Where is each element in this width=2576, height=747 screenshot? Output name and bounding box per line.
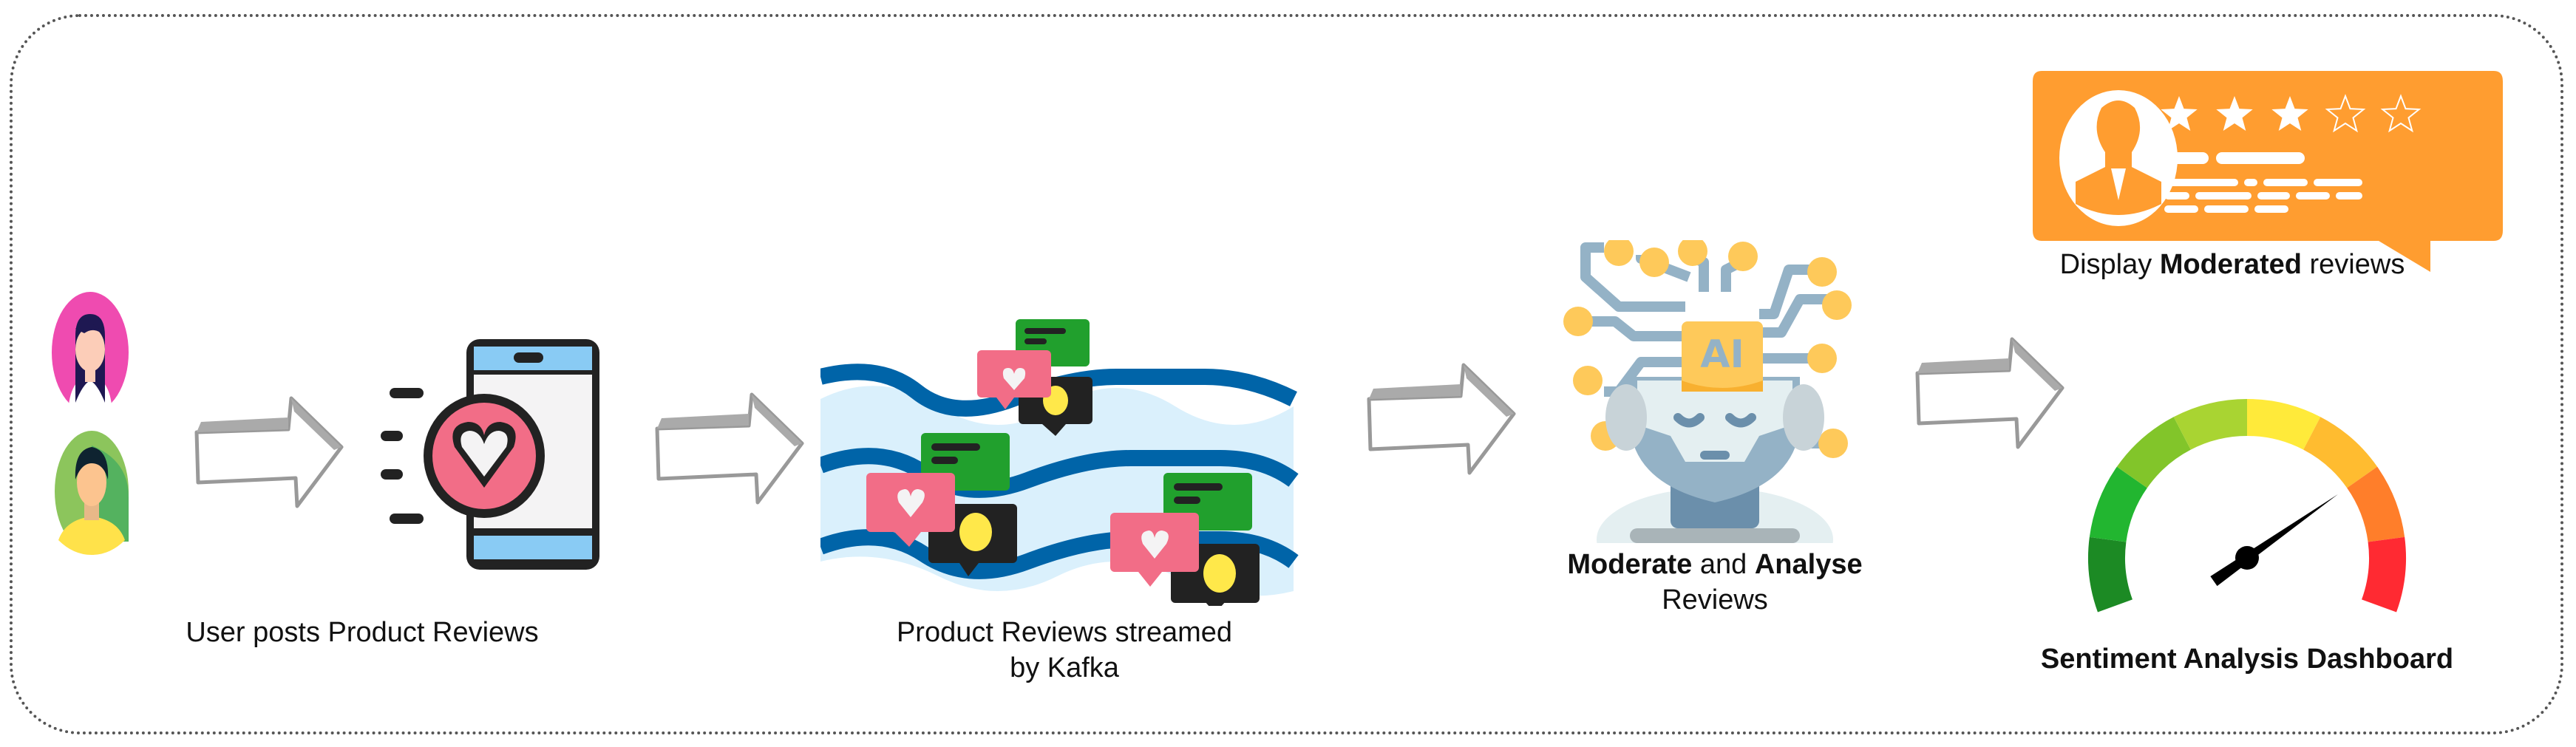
step-users-caption: User posts Product Reviews — [186, 617, 539, 648]
phone-heart-icon — [373, 336, 610, 573]
step-ai-caption-bold2: Analyse — [1754, 549, 1863, 580]
step-display-caption: Display Moderated reviews — [2011, 247, 2454, 282]
male-user-avatar-icon — [47, 431, 136, 556]
step-ai-caption: Moderate and Analyse Reviews — [1523, 547, 1907, 618]
female-user-avatar-icon — [46, 292, 135, 417]
rating-stars — [2161, 94, 2422, 133]
ai-robot-head-icon: AI — [1560, 240, 1870, 543]
step-kafka-caption-line1: Product Reviews streamed — [896, 617, 1233, 648]
star-filled-icon — [2161, 96, 2198, 131]
gauge-segment — [2362, 536, 2406, 613]
step-kafka-caption-line2: by Kafka — [1010, 652, 1119, 683]
arrow-3-icon — [1366, 362, 1521, 480]
chat-bubbles-group-3 — [1110, 473, 1260, 606]
ai-chip-label: AI — [1700, 332, 1744, 377]
review-card-icon — [2031, 71, 2504, 278]
star-empty-icon — [2380, 94, 2422, 133]
gauge-segment — [2303, 417, 2378, 488]
gauge-segment — [2247, 399, 2321, 450]
kafka-stream-icon — [820, 296, 1301, 606]
gauge-segment — [2116, 417, 2191, 488]
step-display-caption-post: reviews — [2301, 249, 2405, 280]
arrow-1-icon — [194, 395, 349, 514]
gauge-needle — [2210, 494, 2338, 587]
chat-bubbles-group-2 — [866, 433, 1017, 576]
step-dashboard-caption: Sentiment Analysis Dashboard — [2040, 644, 2454, 675]
gauge-segment — [2088, 536, 2132, 613]
step-ai-caption-mid: and — [1692, 549, 1755, 580]
step-display-caption-bold: Moderated — [2159, 249, 2302, 280]
star-empty-icon — [2325, 94, 2366, 133]
diagram-border — [10, 14, 2563, 734]
gauge-segment — [2089, 466, 2147, 542]
step-display-caption-pre: Display — [2059, 249, 2160, 280]
gauge-segment — [2347, 466, 2405, 542]
arrow-4-icon — [1914, 336, 2070, 454]
step-kafka-caption: Product Reviews streamed by Kafka — [843, 615, 1286, 686]
star-filled-icon — [2271, 96, 2308, 131]
chat-bubbles-group-1 — [977, 319, 1092, 436]
gauge-segment — [2173, 399, 2247, 450]
gauge-hub — [2235, 546, 2259, 570]
step-ai-caption-line2: Reviews — [1662, 584, 1768, 615]
star-filled-icon — [2216, 96, 2253, 131]
sentiment-gauge-icon — [2077, 388, 2417, 639]
arrow-2-icon — [654, 392, 809, 510]
step-ai-caption-bold1: Moderate — [1567, 549, 1693, 580]
